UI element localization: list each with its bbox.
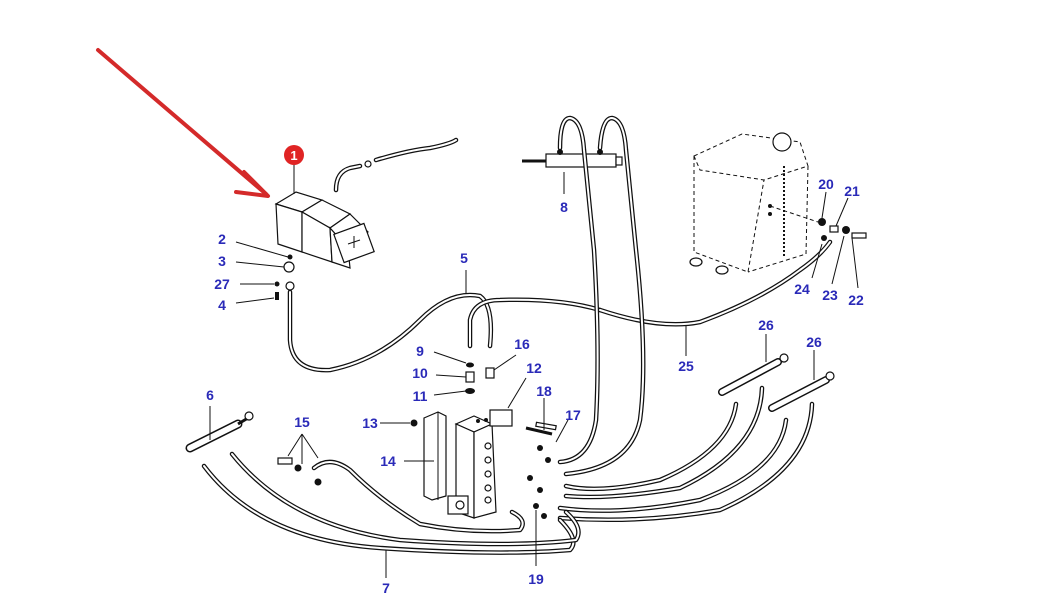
label-5[interactable]: 5 <box>460 250 468 266</box>
label-15[interactable]: 15 <box>294 414 310 430</box>
label-2[interactable]: 2 <box>218 231 226 247</box>
label-23[interactable]: 23 <box>822 287 838 303</box>
hoses-7[interactable] <box>201 451 581 555</box>
cylinder-6[interactable] <box>185 411 254 453</box>
label-19[interactable]: 19 <box>528 571 544 587</box>
label-10[interactable]: 10 <box>412 365 428 381</box>
label-4[interactable]: 4 <box>218 297 226 313</box>
label-22[interactable]: 22 <box>848 292 864 308</box>
highlight-arrow <box>96 48 270 198</box>
label-26-a[interactable]: 26 <box>758 317 774 333</box>
leader-lines <box>209 172 859 578</box>
label-11[interactable]: 11 <box>413 388 428 404</box>
label-7[interactable]: 7 <box>382 580 390 596</box>
label-26-b[interactable]: 26 <box>806 334 822 350</box>
label-3[interactable]: 3 <box>218 253 226 269</box>
label-20[interactable]: 20 <box>818 176 834 192</box>
cylinder-26-a[interactable] <box>718 353 789 396</box>
hose-25[interactable] <box>597 239 833 327</box>
callout-1[interactable]: 1 <box>284 145 304 194</box>
hoses-8 <box>557 115 646 477</box>
label-14[interactable]: 14 <box>380 453 396 469</box>
fittings-9-10-11-16 <box>465 362 495 394</box>
callout-1-number: 1 <box>290 148 297 163</box>
hoses-26 <box>557 385 815 523</box>
valve-fittings <box>484 421 557 519</box>
fittings-2-3-27-4 <box>274 254 295 300</box>
label-18[interactable]: 18 <box>536 383 552 399</box>
part-labels: 2 3 27 4 5 6 7 8 9 10 11 12 13 14 15 16 … <box>206 176 864 596</box>
label-27[interactable]: 27 <box>214 276 230 292</box>
label-13[interactable]: 13 <box>362 415 378 431</box>
label-16[interactable]: 16 <box>514 336 530 352</box>
label-25[interactable]: 25 <box>678 358 694 374</box>
label-9[interactable]: 9 <box>416 343 424 359</box>
label-24[interactable]: 24 <box>794 281 810 297</box>
bracket-14[interactable] <box>410 411 447 501</box>
label-6[interactable]: 6 <box>206 387 214 403</box>
bolt-18 <box>525 426 553 436</box>
tank-fittings <box>818 218 867 241</box>
hose-5[interactable] <box>287 289 603 373</box>
label-8[interactable]: 8 <box>560 199 568 215</box>
label-12[interactable]: 12 <box>526 360 542 376</box>
valve-block-12[interactable] <box>447 409 513 519</box>
breather-hose <box>333 137 459 193</box>
cylinder-8[interactable] <box>522 149 623 168</box>
cylinder-26-b[interactable] <box>768 371 835 412</box>
hose-15 <box>277 457 525 534</box>
label-17[interactable]: 17 <box>565 407 581 423</box>
label-21[interactable]: 21 <box>844 183 860 199</box>
hydraulic-tank <box>689 132 819 275</box>
part-1-filter-housing[interactable] <box>274 191 375 269</box>
